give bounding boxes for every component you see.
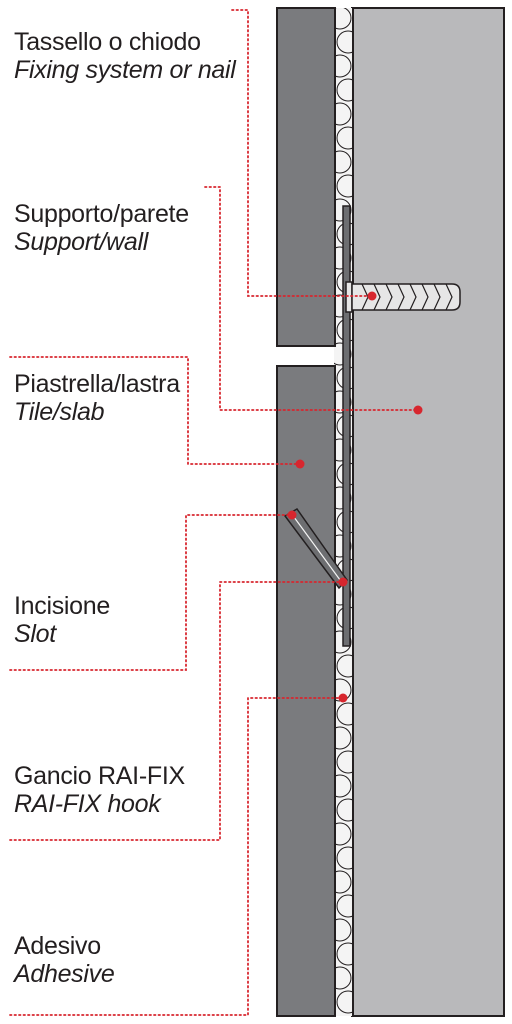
label-fixing-english: Fixing system or nail	[14, 56, 236, 84]
label-tile: Piastrella/lastra Tile/slab	[14, 370, 180, 426]
adhesive-bump	[334, 774, 352, 798]
dowel-rib	[397, 283, 405, 311]
adhesive-bump	[334, 8, 352, 30]
leader-tile-dot	[295, 459, 305, 469]
adhesive-bump	[334, 246, 352, 270]
leader-adhesive-dot	[338, 693, 348, 703]
dowel-rib	[421, 283, 429, 311]
adhesive-bump	[334, 966, 352, 990]
adhesive-bump	[334, 390, 352, 414]
label-slot: Incisione Slot	[14, 592, 110, 648]
label-adhesive-italian: Adesivo	[14, 932, 101, 960]
leader-fixing	[231, 9, 373, 297]
dowel-rib	[445, 283, 453, 311]
adhesive-bump	[336, 126, 354, 150]
adhesive-bump	[336, 846, 354, 870]
leader-support-dot	[413, 405, 423, 415]
leader-fixing-dot	[367, 291, 377, 301]
label-fixing: Tassello o chiodo Fixing system or nail	[14, 28, 236, 84]
leader-hook-dot	[338, 577, 348, 587]
adhesive-bump	[336, 798, 354, 822]
label-fixing-italian: Tassello o chiodo	[14, 28, 201, 56]
adhesive-bump	[336, 174, 354, 198]
adhesive-bump	[336, 894, 354, 918]
support-wall	[351, 7, 505, 1017]
label-hook-italian: Gancio RAI-FIX	[14, 762, 185, 790]
label-support-english: Support/wall	[14, 228, 148, 256]
leader-hook	[9, 581, 344, 841]
adhesive-bump	[334, 630, 352, 654]
adhesive-bump	[336, 990, 354, 1014]
label-hook: Gancio RAI-FIX RAI-FIX hook	[14, 762, 185, 818]
label-adhesive: Adesivo Adhesive	[14, 932, 115, 988]
dowel-rib	[385, 283, 393, 311]
dowel-rib	[409, 283, 417, 311]
adhesive-bump	[334, 150, 352, 174]
adhesive-bump	[336, 702, 354, 726]
upper-tile	[276, 7, 336, 347]
label-tile-english: Tile/slab	[14, 398, 105, 426]
label-slot-english: Slot	[14, 620, 56, 648]
leader-lines	[9, 9, 423, 1016]
fixing-dowel	[345, 281, 461, 313]
adhesive-bump	[334, 54, 352, 78]
leader-tile	[9, 356, 301, 465]
adhesive-bump	[334, 822, 352, 846]
label-tile-italian: Piastrella/lastra	[14, 370, 180, 398]
adhesive-bump	[334, 726, 352, 750]
dowel-rib	[433, 283, 441, 311]
adhesive-bump	[334, 918, 352, 942]
adhesive-bump	[336, 654, 354, 678]
label-support: Supporto/parete Support/wall	[14, 200, 189, 256]
label-adhesive-english: Adhesive	[14, 960, 115, 988]
adhesive-bump	[334, 870, 352, 894]
dowel-rib	[373, 283, 381, 311]
lower-tile	[276, 365, 336, 1017]
adhesive-bump	[334, 486, 352, 510]
label-hook-english: RAI-FIX hook	[14, 790, 161, 818]
label-support-italian: Supporto/parete	[14, 200, 189, 228]
adhesive-bump	[334, 198, 352, 222]
adhesive-bump	[334, 102, 352, 126]
adhesive-bump	[334, 438, 352, 462]
label-slot-italian: Incisione	[14, 592, 110, 620]
adhesive-bump	[336, 750, 354, 774]
adhesive-bump	[334, 534, 352, 558]
slot-groove	[290, 512, 344, 585]
adhesive-bump	[336, 942, 354, 966]
leader-adhesive	[9, 697, 344, 1016]
leader-slot-dot	[287, 510, 297, 520]
hook-plate	[342, 205, 351, 647]
adhesive-bump	[336, 78, 354, 102]
adhesive-bump	[334, 342, 352, 366]
adhesive-bump	[336, 30, 354, 54]
leader-slot	[9, 514, 293, 671]
leader-support	[204, 186, 419, 411]
